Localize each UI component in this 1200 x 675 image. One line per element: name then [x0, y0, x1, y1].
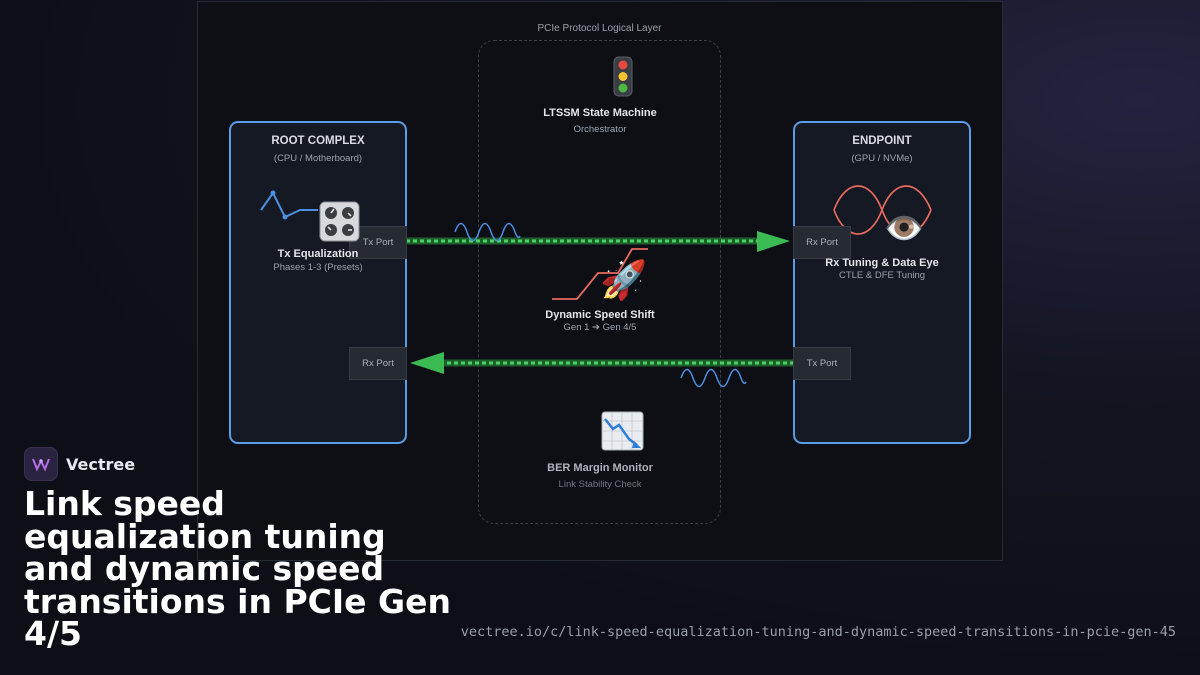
chart-decreasing-icon [601, 411, 644, 451]
rx-tuning-subtitle: CTLE & DFE Tuning [838, 270, 926, 281]
control-knobs-icon [319, 201, 360, 242]
root-complex-title: ROOT COMPLEX [271, 135, 365, 147]
speed-shift-title: Dynamic Speed Shift [545, 309, 655, 321]
ber-subtitle: Link Stability Check [558, 479, 642, 490]
downstream-link-arrowhead [757, 231, 790, 252]
root-complex-box: ROOT COMPLEX (CPU / Motherboard) [229, 121, 407, 444]
speed-step-line [552, 248, 648, 300]
layer-label: PCIe Protocol Logical Layer [537, 23, 662, 34]
traffic-light-icon [613, 56, 633, 97]
logical-layer-box [478, 40, 721, 524]
tx-eq-waveform [260, 191, 318, 219]
ber-title: BER Margin Monitor [547, 462, 653, 474]
eye-icon: 👁️ [884, 210, 924, 246]
source-url[interactable]: vectree.io/c/link-speed-equalization-tun… [460, 624, 1176, 640]
brand-name: Vectree [66, 454, 136, 474]
endpoint-title: ENDPOINT [852, 135, 912, 147]
page-title: Link speed equalization tuning and dynam… [24, 484, 451, 653]
ltssm-subtitle: Orchestrator [573, 124, 627, 135]
ltssm-title: LTSSM State Machine [543, 107, 657, 119]
root-complex-tx-port: Tx Port [349, 226, 407, 259]
speed-shift-subtitle: Gen 1 ➔ Gen 4/5 [563, 322, 637, 333]
signal-wave-top [454, 222, 521, 242]
signal-wave-bottom [680, 368, 747, 388]
tx-eq-title: Tx Equalization [277, 248, 359, 260]
endpoint-box: ENDPOINT (GPU / NVMe) [793, 121, 971, 444]
tx-eq-subtitle: Phases 1-3 (Presets) [273, 262, 363, 273]
root-complex-rx-port: Rx Port [349, 347, 407, 380]
endpoint-rx-port: Rx Port [793, 226, 851, 259]
brand: Vectree [24, 447, 135, 481]
upstream-link-arrowhead [410, 352, 444, 374]
root-complex-subtitle: (CPU / Motherboard) [273, 153, 363, 164]
tx-eq-point [282, 214, 288, 220]
endpoint-subtitle: (GPU / NVMe) [851, 153, 913, 164]
rocket-icon: 🚀 [600, 260, 648, 302]
endpoint-tx-port: Tx Port [793, 347, 851, 380]
vectree-logo-icon [24, 447, 58, 481]
rx-tuning-title: Rx Tuning & Data Eye [825, 257, 939, 269]
tx-eq-point [270, 190, 276, 196]
